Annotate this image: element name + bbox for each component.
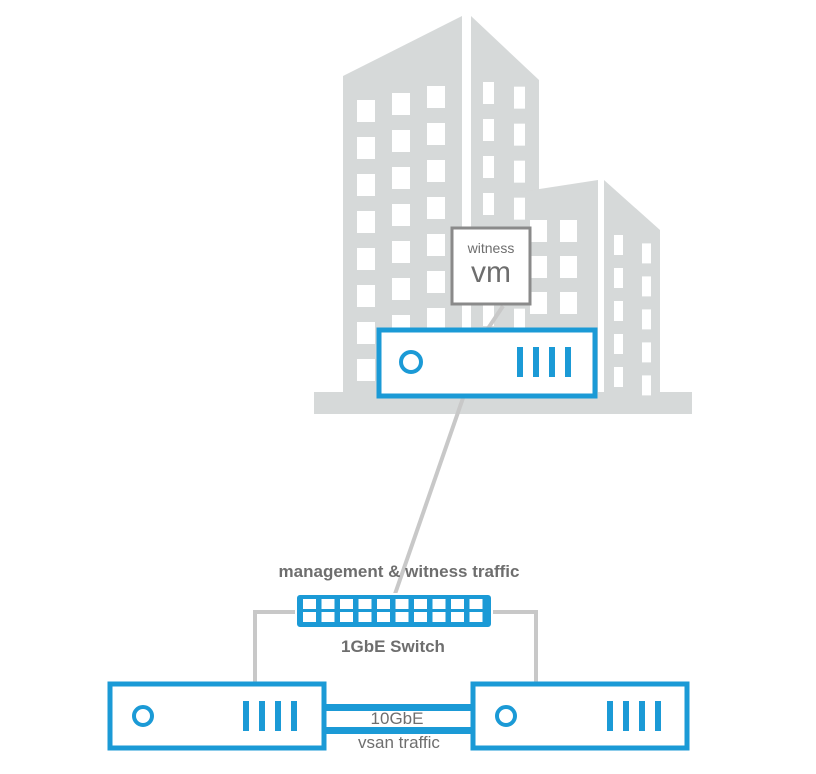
switch-port [303,599,316,609]
building-window [357,174,375,196]
building-window [357,359,375,381]
switch-port [451,612,464,622]
building-window [642,309,651,330]
building-window [614,367,623,387]
switch-port [358,612,372,622]
building-window [357,322,375,344]
network-cables [253,304,538,682]
switch-port [340,612,353,622]
switch-port [358,599,372,609]
building-window [514,123,525,146]
building-window [560,256,577,278]
witness-vm-main-label: vm [471,256,511,289]
power-indicator-icon [132,705,154,727]
building-window [427,197,445,219]
switch-port [395,599,409,609]
switch-port [469,599,483,609]
building-window [560,220,577,242]
building-window [392,167,410,189]
building-window [483,193,494,215]
building-window [483,82,494,104]
building-window [560,292,577,314]
building-window [530,220,547,242]
building-window [614,268,623,288]
server-chassis [376,327,598,399]
building-window [614,301,623,321]
vm-to-host-cable [485,304,505,332]
switch-port [340,599,353,609]
building-window [427,308,445,330]
building-window [357,248,375,270]
switch-port [414,599,427,609]
switch-to-right-host-cable [492,610,538,682]
witness-vm[interactable]: witness vm [450,226,532,306]
power-indicator-icon [495,705,517,727]
switch-port [432,599,446,609]
building-window [514,308,525,331]
building-window [392,204,410,226]
right-data-host-server[interactable] [470,681,690,751]
switch-port [469,612,483,622]
server-chassis [470,681,690,751]
switch-port [414,612,427,622]
building-window [357,100,375,122]
switch-port [395,612,409,622]
network-switch-icon[interactable] [295,593,493,629]
witness-uplink-cable [393,397,465,595]
left-data-host-server[interactable] [107,681,327,751]
building-window [392,93,410,115]
building-window [642,375,651,396]
switch-traffic-label: management & witness traffic [279,562,520,581]
building-window [530,256,547,278]
building-window [427,160,445,182]
building-window [514,197,525,220]
building-window [483,156,494,178]
building-window [614,235,623,255]
switch-port [432,612,446,622]
switch-port [321,599,335,609]
building-window [427,86,445,108]
building-window [614,334,623,354]
building-window [483,304,494,326]
building-window [357,211,375,233]
direct-link-cable [323,704,473,734]
building-window [514,160,525,183]
building-window [642,342,651,363]
building-window [483,119,494,141]
building-window [642,243,651,264]
switch-port [321,612,335,622]
building-window [642,276,651,297]
drive-bays-icon [607,701,661,731]
switch-to-left-host-cable [253,610,296,682]
building-window [427,234,445,256]
drive-bays-icon [517,347,571,377]
switch-port [377,599,390,609]
building-window [392,278,410,300]
power-indicator-icon [399,350,423,374]
witness-vm-top-label: witness [467,240,515,256]
switch-ports [303,599,483,622]
building-window [427,123,445,145]
server-chassis [107,681,327,751]
building-window [514,86,525,109]
building-window [357,137,375,159]
drive-bays-icon [243,701,297,731]
building-window [427,271,445,293]
switch-port [303,612,316,622]
building-window [357,285,375,307]
switch-name-label: 1GbE Switch [341,637,445,656]
building-window [530,292,547,314]
switch-port [451,599,464,609]
witness-host-server[interactable] [376,327,598,399]
direct-link-traffic-label: vsan traffic [358,733,440,752]
building-window [392,130,410,152]
switch-port [377,612,390,622]
building-window [392,241,410,263]
direct-link-speed-label: 10GbE [371,709,424,728]
virtual-machine-icon [450,226,532,306]
